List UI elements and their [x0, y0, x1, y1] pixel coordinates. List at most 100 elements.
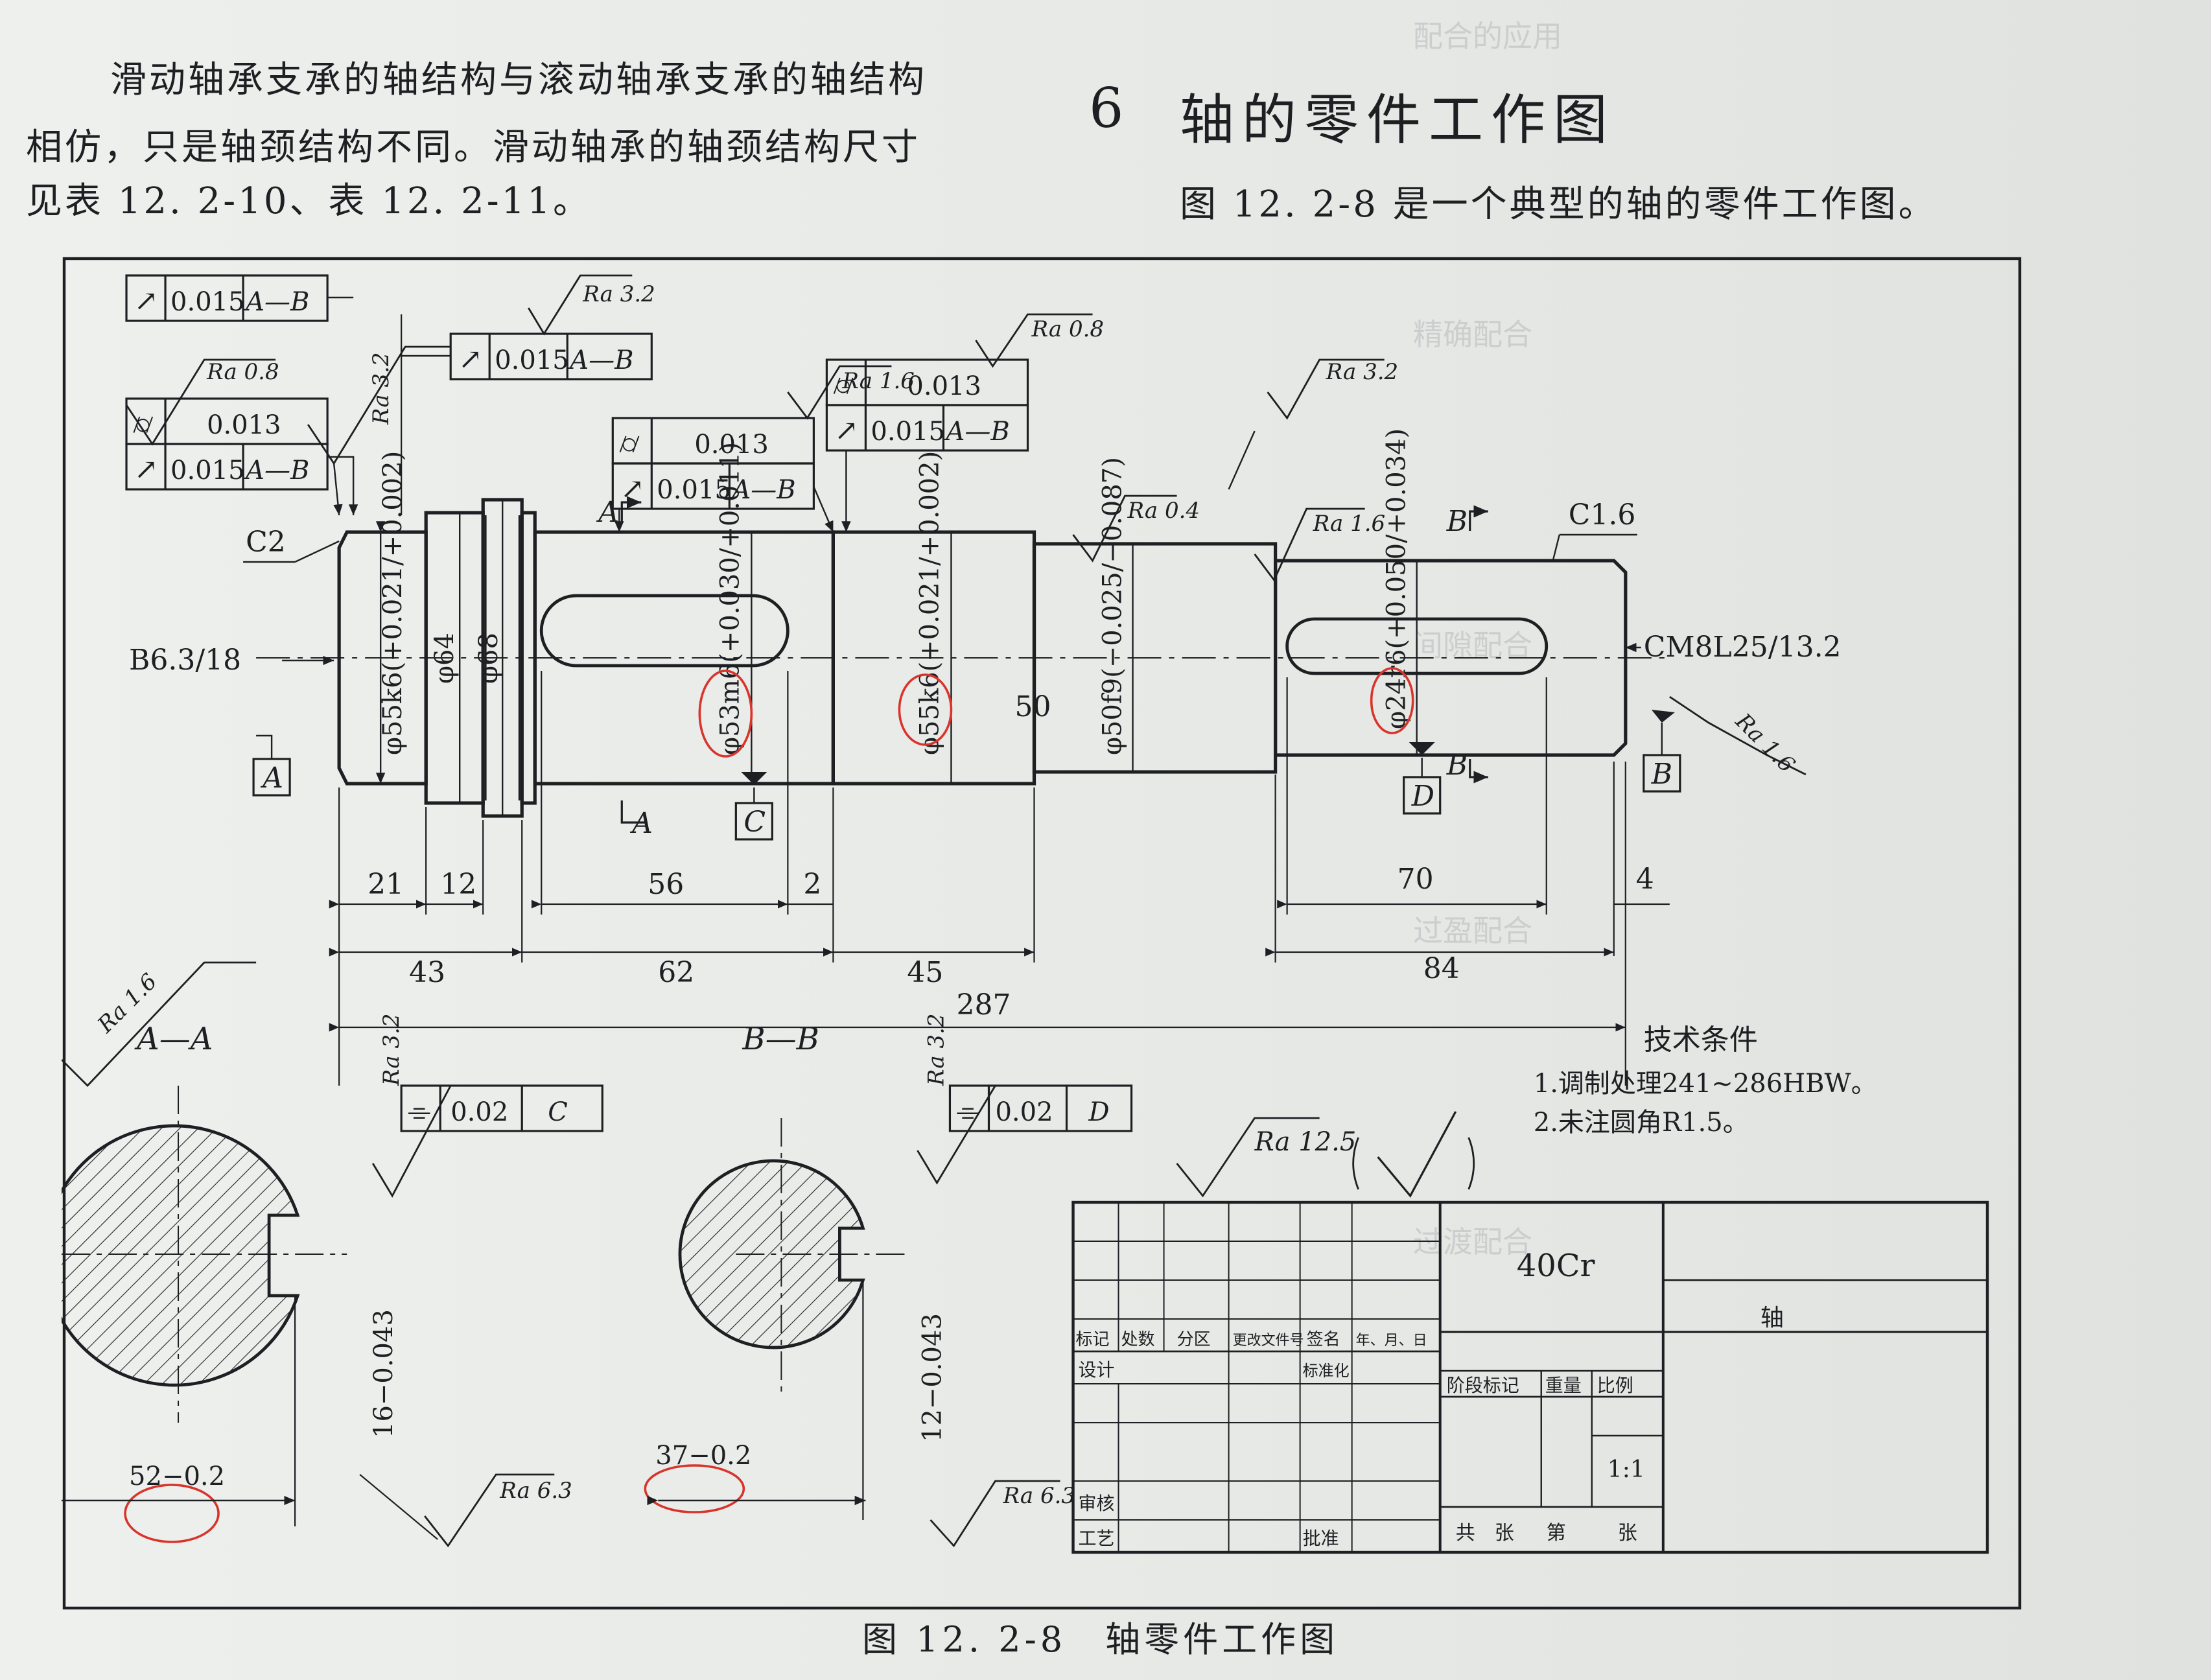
title-header-2: 处数: [1121, 1330, 1155, 1349]
tolerance-datum: A—B: [567, 345, 633, 375]
role-approve: 批准: [1303, 1528, 1339, 1549]
scale-value: 1:1: [1608, 1456, 1645, 1483]
tolerance-datum: C: [548, 1097, 568, 1127]
tech-item-2: 2.未注圆角R1.5。: [1534, 1108, 1749, 1138]
sheet-total: 共: [1456, 1522, 1475, 1545]
len-70: 70: [1398, 863, 1434, 896]
section-aa-depth: 16−0.043: [369, 1309, 399, 1438]
section-aa-shape: [62, 1124, 300, 1387]
cylindricity-symbol: ⌭: [833, 369, 854, 402]
bleed-through-text: 精确配合: [1413, 317, 1532, 352]
weight-label: 重量: [1545, 1375, 1582, 1396]
chamfer-c16: C1.6: [1569, 498, 1636, 531]
section-marker-b-bottom: B: [1446, 749, 1468, 782]
roughness-ra63-aa: Ra 6.3: [499, 1478, 572, 1504]
len-12: 12: [440, 868, 476, 901]
part-name-label: 轴: [1761, 1305, 1784, 1331]
runout-symbol: ↗: [620, 472, 644, 506]
title-header-6: 年、月、日: [1356, 1333, 1427, 1349]
tolerance-value: 0.02: [995, 1097, 1053, 1127]
tolerance-datum: D: [1088, 1097, 1110, 1127]
len-4: 4: [1636, 863, 1654, 896]
roughness-ra32-a: Ra 3.2: [582, 281, 655, 307]
section-bb-width: 37−0.2: [655, 1441, 751, 1471]
tech-title: 技术条件: [1644, 1023, 1758, 1056]
roughness-ra32-b: Ra 3.2: [368, 352, 394, 425]
tolerance-value: 0.013: [907, 371, 981, 401]
section-bb-label: B—B: [742, 1021, 819, 1057]
section-number: 6: [1089, 76, 1132, 140]
stage-label: 阶段标记: [1447, 1375, 1519, 1396]
len-287: 287: [956, 988, 1011, 1021]
red-pen-marks: [124, 667, 1414, 1543]
paragraph-line-3: 见表 12. 2-10、表 12. 2-11。: [26, 180, 592, 222]
datum-b: B: [1651, 758, 1672, 791]
roughness-ra16-b: Ra 1.6: [1313, 511, 1386, 537]
tolerance-frame-2: ⌭ 0.013 ↗ 0.015 A—B: [125, 397, 329, 491]
roughness-ra08-b: Ra 0.8: [1031, 316, 1104, 342]
dia-68: φ68: [474, 633, 504, 684]
sheet-number: 第: [1547, 1522, 1566, 1545]
roughness-ra32-c: Ra 3.2: [1326, 359, 1399, 385]
runout-symbol: ↗: [458, 343, 482, 376]
runout-symbol: ↗: [134, 453, 158, 486]
len-50: 50: [1014, 690, 1051, 723]
title-header-5: 签名: [1307, 1330, 1340, 1349]
figure-caption: 图 12. 2-8 轴零件工作图: [862, 1619, 1339, 1660]
center-hole-left: B6.3/18: [129, 644, 241, 677]
ratio-label: 比例: [1597, 1375, 1633, 1396]
tolerance-value: 0.015: [170, 456, 245, 485]
len-56: 56: [648, 868, 684, 901]
tolerance-datum: A—B: [243, 287, 309, 317]
intro-text: 图 12. 2-8 是一个典型的轴的零件工作图。: [1180, 183, 1937, 226]
section-marker-a: A: [596, 496, 619, 529]
datum-d: D: [1411, 780, 1434, 813]
runout-symbol: ↗: [834, 414, 858, 447]
dia-50f9: φ50f9(−0.025/−0.087): [1098, 457, 1128, 755]
roughness-ra04: Ra 0.4: [1127, 498, 1200, 524]
len-45: 45: [907, 956, 943, 989]
paragraph-line-1: 滑动轴承支承的轴结构与滚动轴承支承的轴结构: [110, 59, 927, 101]
datum-a: A: [260, 762, 283, 795]
len-2: 2: [803, 868, 821, 901]
symmetry-frame-c: ⌯ 0.02 C: [400, 1084, 603, 1132]
section-bb-depth: 12−0.043: [917, 1313, 947, 1442]
tolerance-frame-1: ↗ 0.015 A—B: [125, 274, 329, 322]
symmetry-frame-d: ⌯ 0.02 D: [948, 1084, 1133, 1132]
chamfer-c2: C2: [246, 526, 286, 559]
title-header-4: 更改文件号: [1233, 1333, 1304, 1349]
tolerance-value: 0.015: [871, 417, 945, 447]
role-standard: 标准化: [1303, 1362, 1350, 1380]
datum-c: C: [743, 806, 766, 839]
roughness-ra32-bb: Ra 3.2: [923, 1013, 949, 1086]
roughness-ra16-d: Ra 1.6: [1730, 708, 1800, 778]
tolerance-frame-4: ⌭ 0.013 ↗ 0.015 A—B: [611, 417, 815, 510]
tolerance-value: 0.013: [207, 410, 281, 440]
tolerance-value: 0.015: [170, 287, 245, 317]
paragraph-line-2: 相仿，只是轴颈结构不同。滑动轴承的轴颈结构尺寸: [26, 126, 920, 169]
section-marker-b: B: [1446, 505, 1468, 538]
len-84: 84: [1423, 952, 1460, 985]
section-aa-label: A—A: [134, 1021, 213, 1057]
len-21: 21: [368, 868, 404, 901]
dia-55k6-left: φ55k6(+0.021/+0.002): [378, 451, 408, 755]
dia-24r6: φ24r6(+0.050/+0.034): [1382, 428, 1412, 729]
roughness-ra32-aa: Ra 3.2: [379, 1013, 404, 1086]
title-block: [1071, 1200, 1989, 1554]
len-62: 62: [658, 956, 694, 989]
roughness-ra16-a: Ra 1.6: [841, 368, 915, 394]
symmetry-symbol: ⌯: [408, 1095, 430, 1128]
sheet-unit-2: 张: [1618, 1522, 1637, 1545]
shaft-drawing: φ55k6(+0.021/+0.002) φ64 φ68 φ53m6(+0.03…: [62, 257, 2022, 1610]
bleed-through-text: 过盈配合: [1413, 913, 1532, 948]
roughness-ra63-bb: Ra 6.3: [1002, 1483, 1075, 1509]
cylindricity-symbol: ⌭: [133, 408, 154, 441]
section-title: 轴的零件工作图: [1180, 88, 1616, 152]
roughness-ra125: Ra 12.5: [1254, 1127, 1357, 1157]
material-label: 40Cr: [1517, 1248, 1595, 1284]
tolerance-datum: A—B: [729, 475, 795, 505]
keyway-1: [539, 594, 790, 668]
roughness-ra08-a: Ra 0.8: [206, 359, 279, 385]
tolerance-datum: A—B: [243, 456, 309, 485]
